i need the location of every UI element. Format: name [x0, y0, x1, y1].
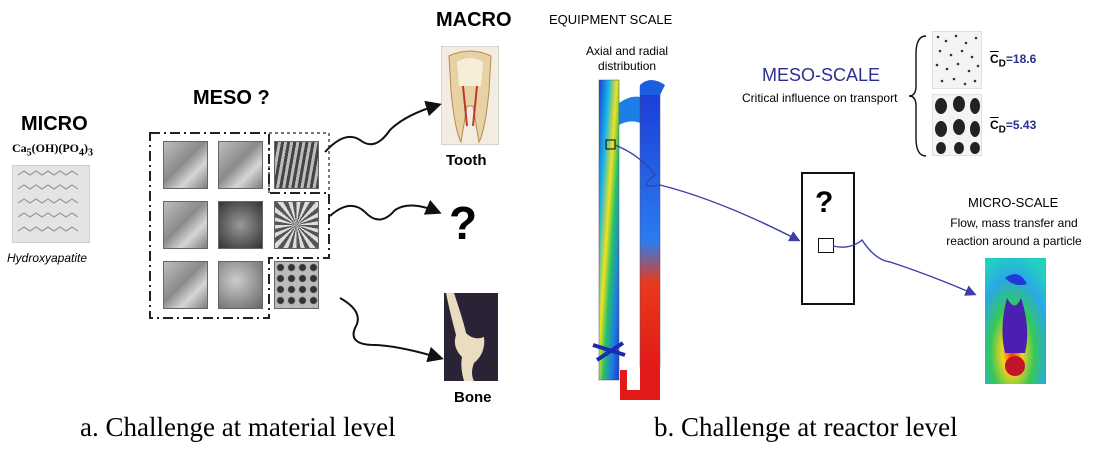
meso-scale-subtitle: Critical influence on transport — [742, 91, 897, 105]
cd-sub: D — [999, 124, 1006, 135]
sem-tile — [218, 141, 263, 189]
cd-number: =18.6 — [1006, 52, 1036, 66]
sem-tile — [274, 261, 319, 309]
micro-line: reaction around a particle — [935, 232, 1093, 250]
material-arrows — [320, 100, 450, 390]
micro-line: Flow, mass transfer and — [935, 214, 1093, 232]
tooth-label: Tooth — [446, 152, 487, 169]
cd-symbol: C — [990, 52, 999, 66]
axial-line: distribution — [586, 59, 668, 74]
material-caption: a. Challenge at material level — [80, 412, 396, 443]
formula-sub: 3 — [88, 147, 93, 158]
cd-number: =5.43 — [1006, 118, 1036, 132]
material-question-mark: ? — [449, 196, 477, 250]
particle-flow-contour — [985, 258, 1046, 384]
sem-tile — [218, 261, 263, 309]
hydroxyapatite-crystal-image — [12, 165, 90, 243]
reactor-arrows — [600, 140, 980, 300]
micro-scale-title: MICRO-SCALE — [968, 195, 1058, 210]
axial-radial-label: Axial and radial distribution — [586, 44, 668, 74]
sem-tile — [163, 141, 208, 189]
cd-sub: D — [999, 58, 1006, 69]
equipment-scale-title: EQUIPMENT SCALE — [549, 12, 672, 27]
meso-question-title: MESO ? — [193, 87, 270, 110]
macro-title: MACRO — [436, 9, 512, 32]
arrow-to-bone — [340, 298, 440, 358]
micro-title: MICRO — [21, 113, 88, 136]
sem-tile — [163, 261, 208, 309]
arrow-to-tooth — [325, 105, 438, 152]
micro-scale-description: Flow, mass transfer and reaction around … — [935, 214, 1093, 250]
arrow-to-question — [330, 205, 438, 219]
dispersed-particles-image — [932, 31, 982, 89]
sem-tile — [274, 201, 319, 249]
axial-line: Axial and radial — [586, 44, 668, 59]
cd-value-2: CD=5.43 — [990, 118, 1036, 135]
reactor-caption: b. Challenge at reactor level — [654, 412, 958, 443]
formula-part: Ca — [12, 141, 27, 155]
bone-image — [444, 293, 498, 381]
sem-tile — [163, 201, 208, 249]
bone-label: Bone — [454, 389, 492, 406]
sem-tile — [218, 201, 263, 249]
arrow-to-zoom-box — [615, 145, 798, 240]
meso-scale-title: MESO-SCALE — [762, 65, 880, 86]
hydroxyapatite-formula: Ca5(OH)(PO4)3 — [12, 141, 93, 158]
cd-symbol: C — [990, 118, 999, 132]
cd-value-1: CD=18.6 — [990, 52, 1036, 69]
sem-tile — [274, 141, 319, 189]
hydroxyapatite-label: Hydroxyapatite — [7, 251, 87, 265]
formula-part: (OH)(PO — [32, 141, 79, 155]
